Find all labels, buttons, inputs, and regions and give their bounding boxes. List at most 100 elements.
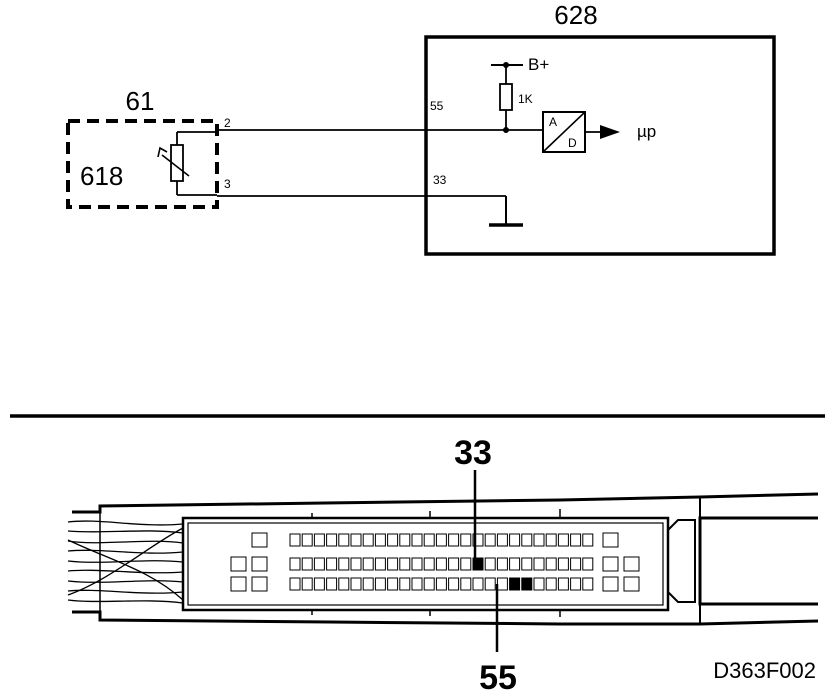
- connector-pin: [301, 577, 313, 591]
- connector-pin: [362, 577, 374, 591]
- callout-55-label: 55: [479, 659, 517, 697]
- connector-end-cavity: [251, 556, 268, 572]
- connector-pin: [496, 577, 508, 591]
- connector-pin: [362, 533, 374, 547]
- connector-pin: [301, 557, 313, 571]
- connector-pin: [521, 533, 533, 547]
- connector-pin-highlighted: [521, 577, 533, 591]
- connector-pin: [338, 557, 350, 571]
- connector-pin: [326, 557, 338, 571]
- connector-end-cavity: [602, 532, 619, 548]
- connector-pin-highlighted: [509, 577, 521, 591]
- connector-pin: [582, 533, 594, 547]
- connector-pin: [313, 557, 325, 571]
- connector-pin: [509, 557, 521, 571]
- ecu-pin-33-label: 33: [433, 173, 447, 187]
- connector-pin: [350, 557, 362, 571]
- microprocessor-label: µp: [637, 122, 656, 141]
- connector-pin-highlighted: [472, 557, 484, 571]
- connector-pin: [326, 577, 338, 591]
- connector-pin: [435, 577, 447, 591]
- connector-pin: [533, 533, 545, 547]
- connector-pin: [289, 533, 301, 547]
- connector-end-cavity: [251, 532, 268, 548]
- connector-pin: [387, 557, 399, 571]
- connector-pin: [582, 557, 594, 571]
- connector-pin: [448, 557, 460, 571]
- connector-pin: [313, 577, 325, 591]
- ad-converter-icon: [542, 111, 620, 153]
- connector-pin-field: [230, 532, 640, 592]
- connector-end-cavity: [623, 556, 640, 572]
- connector-end-cavity: [251, 576, 268, 592]
- connector-pin: [570, 533, 582, 547]
- connector-pin: [387, 577, 399, 591]
- connector-pin: [509, 533, 521, 547]
- connector-pin: [472, 533, 484, 547]
- connector-pin: [411, 533, 423, 547]
- connector-end-cavity: [230, 576, 247, 592]
- connector-pin: [484, 557, 496, 571]
- converter-d-label: D: [568, 136, 577, 150]
- connector-pin: [374, 557, 386, 571]
- connector-pin: [435, 533, 447, 547]
- connector-pin: [545, 577, 557, 591]
- ecu-pin-55-label: 55: [430, 99, 444, 113]
- connector-pin: [557, 533, 569, 547]
- connector-end-cavity: [230, 556, 247, 572]
- figure-code: D363F002: [713, 658, 816, 683]
- connector-pin: [545, 557, 557, 571]
- connector-pin: [423, 557, 435, 571]
- connector-pin: [374, 577, 386, 591]
- connector-pin: [289, 557, 301, 571]
- connector-end-cavity: [623, 576, 640, 592]
- connector-pin: [557, 557, 569, 571]
- connector-pin: [399, 533, 411, 547]
- connector-pin: [399, 557, 411, 571]
- connector-pin: [313, 533, 325, 547]
- connector-end-cavity: [602, 556, 619, 572]
- connector-pin: [557, 577, 569, 591]
- connector-pin: [460, 577, 472, 591]
- connector-pin: [460, 533, 472, 547]
- pin-2-label: 2: [224, 116, 231, 130]
- wire-bundle-icon: [67, 520, 184, 604]
- connector-pin: [411, 577, 423, 591]
- converter-a-label: A: [549, 115, 557, 129]
- connector-pin: [301, 533, 313, 547]
- connector-pin: [460, 557, 472, 571]
- connector-pin: [423, 533, 435, 547]
- connector-pin: [448, 577, 460, 591]
- connector-pin: [570, 557, 582, 571]
- connector-pin: [582, 577, 594, 591]
- connector-pin: [326, 533, 338, 547]
- variable-resistor-icon: [157, 131, 217, 196]
- connector-pin: [484, 533, 496, 547]
- connector-pin: [362, 557, 374, 571]
- ecu-box: [424, 35, 776, 256]
- connector-pin: [338, 577, 350, 591]
- connector-pin: [521, 557, 533, 571]
- connector-pin: [448, 533, 460, 547]
- ecu-id-label: 628: [554, 0, 597, 30]
- sensor-id-label: 618: [80, 161, 123, 191]
- connector-pin: [435, 557, 447, 571]
- connector-end-cavity: [602, 576, 619, 592]
- connector-pin: [374, 533, 386, 547]
- connector-pin: [338, 533, 350, 547]
- sensor-group-label: 61: [126, 86, 155, 116]
- connector-pin: [387, 533, 399, 547]
- connector-pin: [289, 577, 301, 591]
- ground-icon: [489, 196, 523, 227]
- connector-pin: [484, 577, 496, 591]
- connector-pin: [399, 577, 411, 591]
- connector-pin: [533, 577, 545, 591]
- connector-pin: [472, 577, 484, 591]
- connector-pin: [533, 557, 545, 571]
- connector-pin: [545, 533, 557, 547]
- connector-pin: [570, 577, 582, 591]
- connector-pin: [423, 577, 435, 591]
- resistor-value-label: 1K: [518, 92, 533, 106]
